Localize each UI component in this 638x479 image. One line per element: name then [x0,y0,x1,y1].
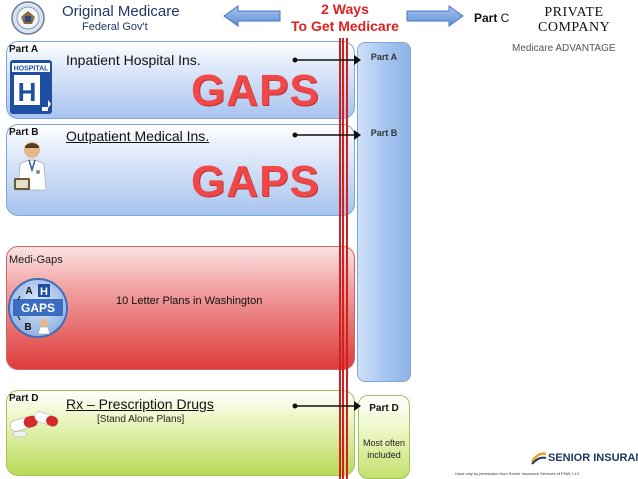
advantage-part-d: Part D [369,403,399,414]
part-b-panel [6,124,355,216]
advantage-part-a: Part A [370,52,398,62]
federal-seal-icon [10,1,46,35]
pills-icon [8,406,62,438]
two-ways-line2: To Get Medicare [291,18,399,34]
divider-line-right [346,38,348,479]
hospital-sign-letter: H [18,77,37,107]
senior-insurance-logo-icon [530,450,548,466]
medigap-label: Medi-Gaps [9,254,63,266]
two-ways-line1: 2 Ways [321,1,369,17]
part-b-label: Part B [9,127,39,138]
original-medicare-title: Original Medicare [62,3,180,20]
hospital-sign-text: HOSPITAL [14,66,50,73]
part-a-label: Part A [9,44,39,55]
divider-line-left [339,38,341,479]
part-b-title: Outpatient Medical Ins. [66,128,210,144]
medigap-badge-gaps: GAPS [21,301,55,315]
part-d-note-line2: included [367,450,401,460]
medigap-badge-b: B [24,322,31,333]
doctor-icon [12,140,52,192]
senior-insurance-brand: SENIOR INSURANCE [548,452,638,464]
private-line2: COMPANY [538,20,611,35]
part-c-letter: C [497,11,510,25]
part-c-bold: Part [474,11,498,25]
medicare-advantage-label: Medicare ADVANTAGE [512,43,616,54]
part-d-label: Part D [9,393,39,404]
part-d-subtitle: [Stand Alone Plans] [97,414,185,425]
arrow-part-a-icon [292,53,362,65]
part-b-gaps: GAPS [191,157,320,206]
footer-fine-print: Used only by permission from Senior Insu… [455,471,580,476]
part-a-title: Inpatient Hospital Ins. [66,52,201,68]
part-d-note-line1: Most often [362,438,406,448]
advantage-part-d-note: Most often included [360,437,408,461]
part-d-title: Rx – Prescription Drugs [66,396,214,412]
private-line1: PRIVATE [544,5,604,20]
arrow-part-b-icon [292,128,362,140]
medicare-advantage-column [357,42,411,382]
medigap-badge-a: A [25,286,32,297]
arrow-part-d-icon [292,399,362,411]
medigap-description: 10 Letter Plans in Washington [116,295,263,307]
federal-gov-subtitle: Federal Gov't [82,21,148,33]
part-a-gaps: GAPS [191,66,320,115]
arrow-left-icon [222,4,282,28]
part-c-label: Part C [474,11,509,25]
hospital-sign-icon: HOSPITAL H [10,60,52,114]
private-company-logo: PRIVATE COMPANY [538,5,610,35]
part-a-panel [6,41,355,119]
arrow-right-icon [405,4,465,28]
medigap-badge-h: H [40,286,48,298]
two-ways-title: 2 Ways To Get Medicare [285,1,405,35]
divider-line-mid [342,38,344,479]
advantage-part-b: Part B [370,128,398,138]
medigap-badge-icon: GAPS A H B [8,276,68,340]
